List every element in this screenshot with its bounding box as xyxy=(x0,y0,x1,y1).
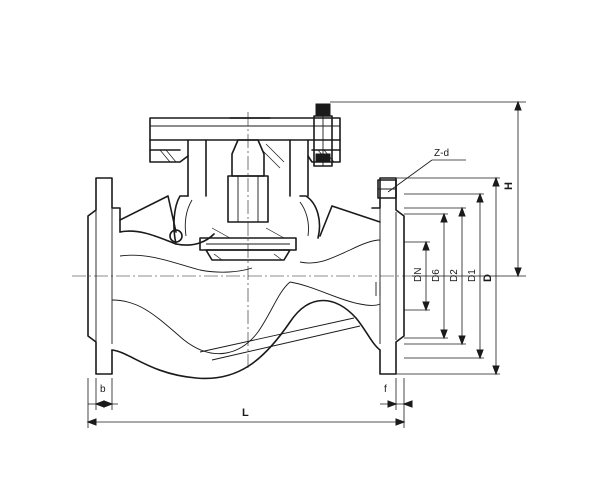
label-dn: DN xyxy=(413,268,424,282)
label-d1: D1 xyxy=(467,269,478,282)
label-d6: D6 xyxy=(431,269,442,282)
bonnet xyxy=(149,103,397,261)
center-lines xyxy=(72,112,420,370)
label-d2: D2 xyxy=(449,269,460,282)
label-b: b xyxy=(100,384,106,395)
label-zd: Z-d xyxy=(434,148,449,159)
label-l: L xyxy=(242,407,249,419)
label-d: D xyxy=(482,274,494,282)
label-f: f xyxy=(384,384,387,395)
label-h: H xyxy=(503,182,515,190)
dimensions xyxy=(86,100,526,428)
valve-body xyxy=(87,177,405,380)
